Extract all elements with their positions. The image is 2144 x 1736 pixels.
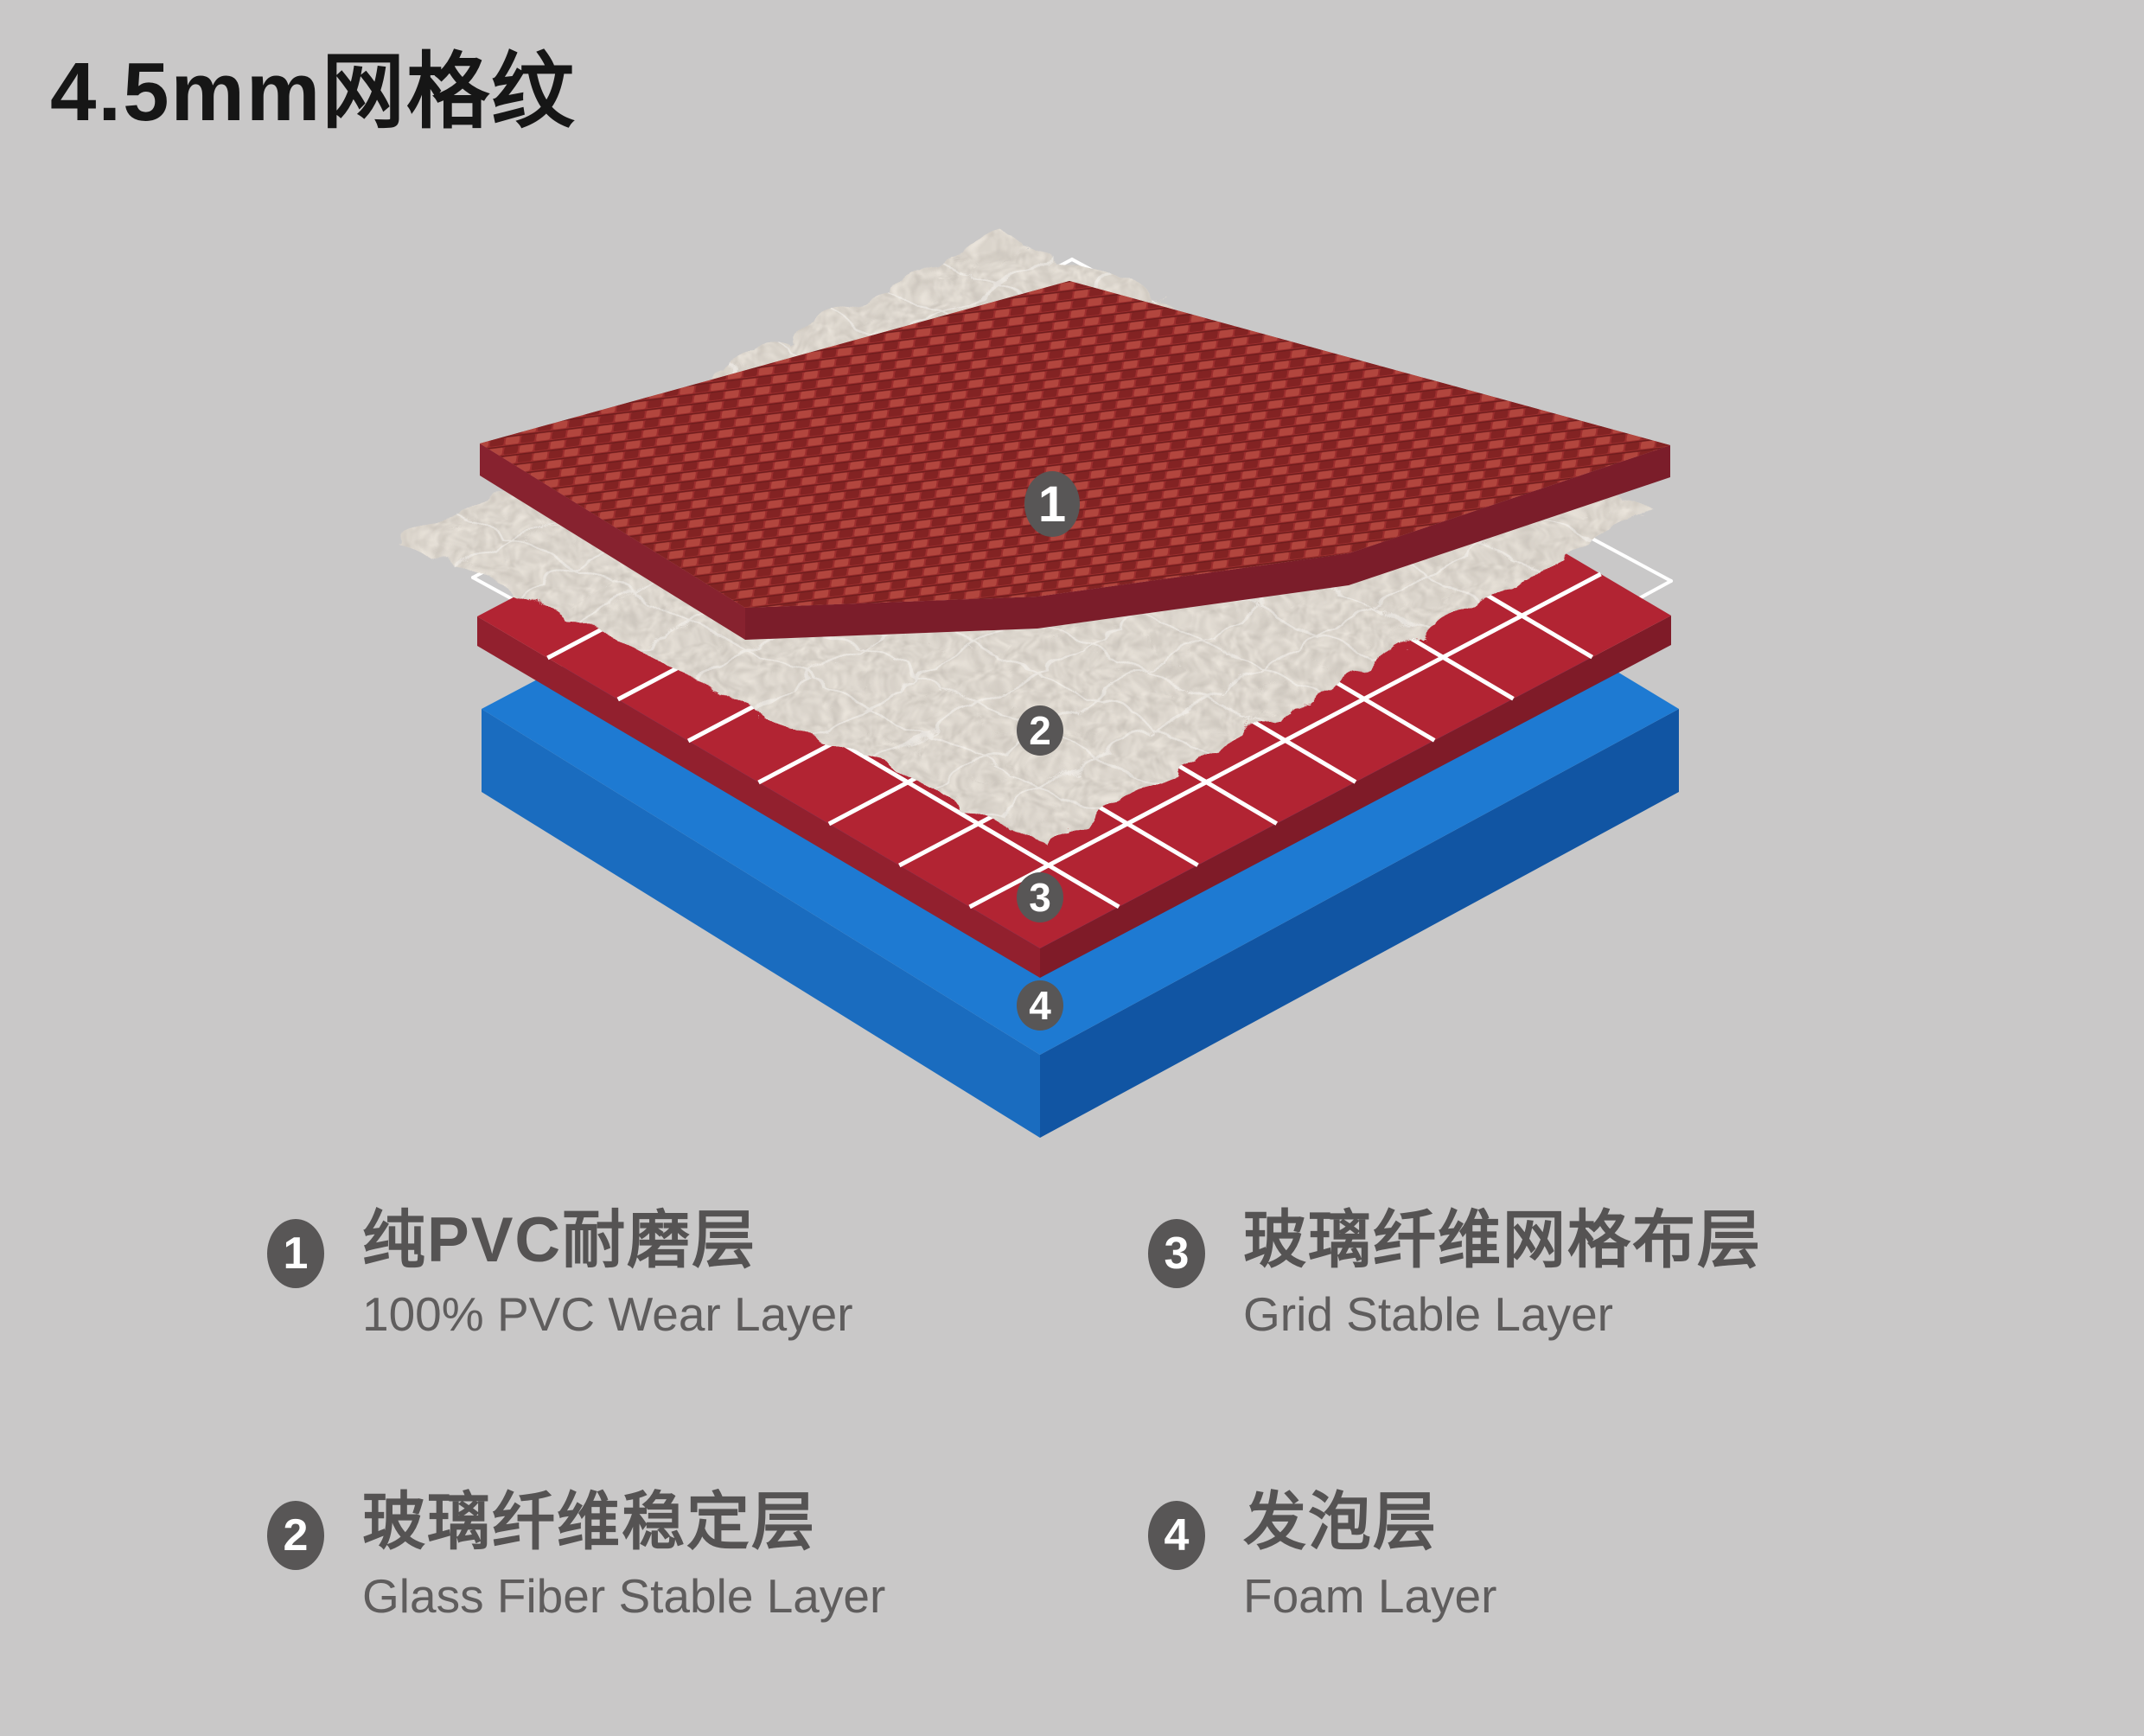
legend-zh-grid-layer: 玻璃纤维网格布层	[1243, 1205, 1762, 1275]
legend-badge-2: 2	[267, 1501, 324, 1570]
marker-1: 1	[1024, 471, 1080, 537]
svg-text:3: 3	[1029, 875, 1051, 920]
legend-item-grid-layer: 3 玻璃纤维网格布层 Grid Stable Layer	[1148, 1203, 1762, 1344]
wear-slab-right-face	[745, 445, 1670, 640]
legend-item-wear-layer: 1 纯PVC耐磨层 100% PVC Wear Layer	[267, 1203, 853, 1344]
legend-en-wear-layer: 100% PVC Wear Layer	[362, 1287, 853, 1342]
legend-zh-wear-layer: 纯PVC耐磨层	[362, 1205, 757, 1275]
grid-slab-right-face	[1040, 616, 1671, 978]
wear-slab-left-face	[480, 444, 745, 640]
legend-badge-1: 1	[267, 1219, 324, 1288]
svg-text:1: 1	[1038, 476, 1066, 533]
legend-item-glass-fiber-layer: 2 玻璃纤维稳定层 Glass Fiber Stable Layer	[267, 1485, 885, 1626]
marker-4: 4	[1017, 980, 1063, 1031]
legend-en-grid-layer: Grid Stable Layer	[1243, 1287, 1613, 1342]
legend-en-foam-layer: Foam Layer	[1243, 1569, 1497, 1624]
legend-badge-4: 4	[1148, 1501, 1205, 1570]
page-title: 4.5mm网格纹	[50, 46, 577, 138]
legend-item-foam-layer: 4 发泡层 Foam Layer	[1148, 1485, 1496, 1626]
legend-en-glass-fiber-layer: Glass Fiber Stable Layer	[362, 1569, 886, 1624]
legend-badge-3: 3	[1148, 1219, 1205, 1288]
marker-3: 3	[1017, 872, 1063, 922]
svg-text:4: 4	[1029, 983, 1051, 1028]
wear-slab-weave-texture	[480, 281, 1670, 608]
layer-markers: 1 2 3 4	[1017, 471, 1080, 1031]
grid-slab-left-face	[477, 616, 1040, 978]
marker-2: 2	[1017, 705, 1063, 756]
legend-zh-glass-fiber-layer: 玻璃纤维稳定层	[362, 1487, 816, 1557]
layer1-wear-slab	[480, 281, 1670, 640]
legend-zh-foam-layer: 发泡层	[1243, 1487, 1438, 1557]
foam-slab-left-face	[482, 709, 1040, 1138]
foam-slab-right-face	[1040, 709, 1679, 1138]
svg-text:2: 2	[1029, 708, 1051, 753]
